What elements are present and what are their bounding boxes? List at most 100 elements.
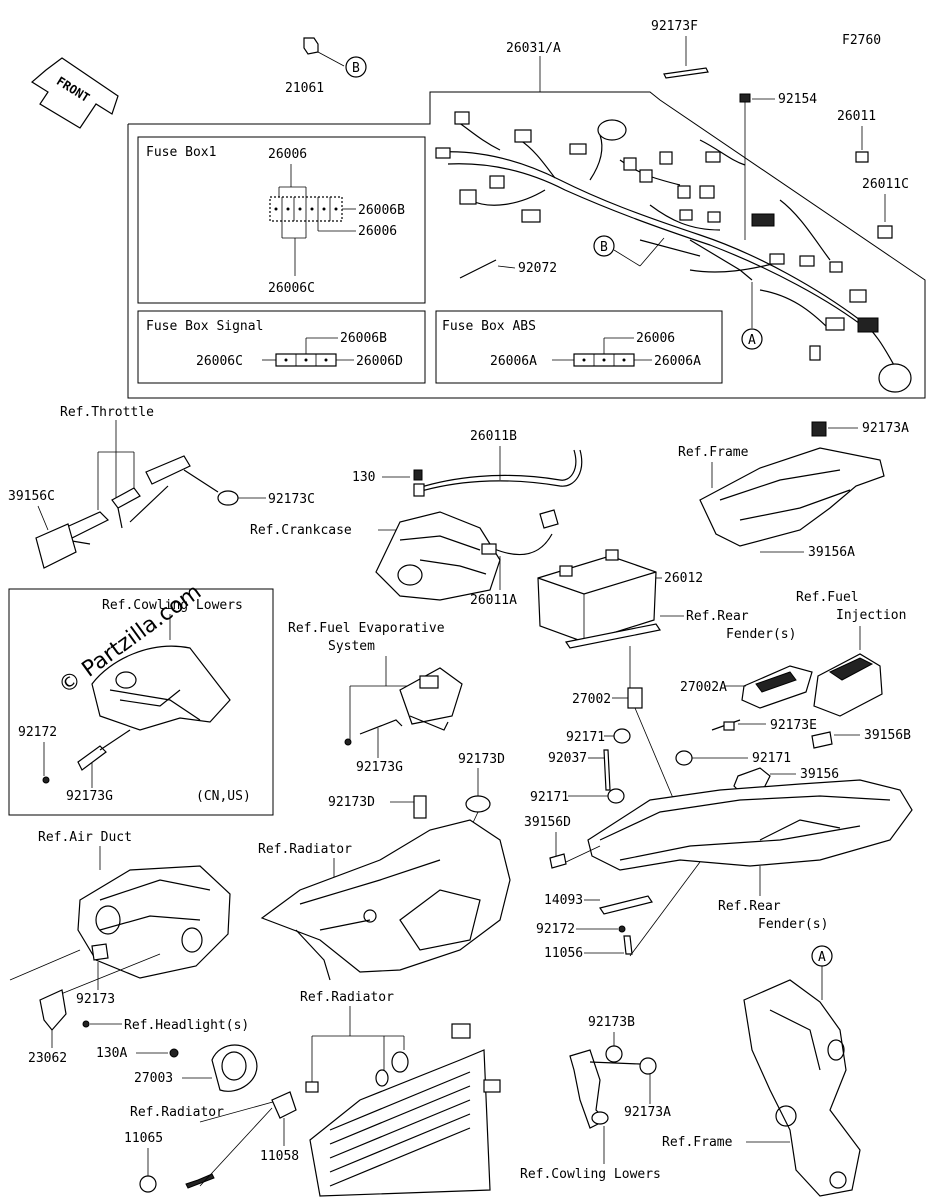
ref-crankcase: Ref.Crankcase (250, 523, 352, 538)
label-26006c-top: 26006C (268, 281, 315, 296)
label-92171-a: 92171 (566, 730, 605, 745)
fuse-box-abs-title: Fuse Box ABS (442, 319, 536, 334)
part-14093 (599, 895, 653, 915)
callout-b-harness: B (593, 235, 665, 267)
fuse-box-signal-title: Fuse Box Signal (146, 319, 263, 334)
label-27003: 27003 (134, 1071, 173, 1086)
frame-bottom (743, 979, 861, 1197)
part-92173g (359, 719, 403, 735)
cable-26011b (417, 449, 577, 489)
part-92173f (663, 67, 709, 79)
label-39156c: 39156C (8, 489, 55, 504)
label-26011b: 26011B (470, 429, 517, 444)
label-130a: 130A (96, 1046, 127, 1061)
ref-rear-fender-top-2: Fender(s) (726, 627, 796, 642)
ref-frame-bot: Ref.Frame (662, 1135, 733, 1150)
ref-cowling-lowers: Ref.Cowling Lowers (520, 1167, 661, 1182)
crankcase (375, 511, 501, 601)
ref-fuel-injection-1: Ref.Fuel (796, 590, 859, 605)
label-92172-box: 92172 (18, 725, 57, 740)
horn-27003 (211, 1044, 258, 1092)
fuel-injection-module (813, 653, 883, 717)
label-92171-c: 92171 (530, 790, 569, 805)
ref-air-duct: Ref.Air Duct (38, 830, 132, 845)
label-92173d-a: 92173D (458, 752, 505, 767)
label-92173g: 92173G (356, 760, 403, 775)
frame-top (699, 447, 885, 547)
label-39156d: 39156D (524, 815, 571, 830)
harness-frame (127, 91, 926, 399)
fuse-box-abs-frame (435, 310, 723, 384)
fuse-box1-frame (137, 136, 426, 304)
ref-fuel-evap-2: System (328, 639, 375, 654)
evap-canister (399, 667, 463, 731)
label-92173g-box: 92173G (66, 789, 113, 804)
ref-frame-top: Ref.Frame (678, 445, 749, 460)
relay-27002 (627, 687, 643, 709)
ref-fuel-evap-1: Ref.Fuel Evaporative (288, 621, 445, 636)
main-wiring-harness (435, 111, 912, 393)
label-27002: 27002 (572, 692, 611, 707)
label-11056: 11056 (544, 946, 583, 961)
cable-26011a (491, 533, 553, 556)
fuse-block-signal (262, 337, 354, 367)
fuse-box-signal-frame (137, 310, 426, 384)
label-26011: 26011 (837, 109, 876, 124)
label-23062: 23062 (28, 1051, 67, 1066)
label-abs-26006a-right: 26006A (654, 354, 701, 369)
label-26006-mid: 26006 (358, 224, 397, 239)
label-14093: 14093 (544, 893, 583, 908)
ref-cowling-lowers-box: Ref.Cowling Lowers (102, 598, 243, 613)
label-92173c: 92173C (268, 492, 315, 507)
label-26012: 26012 (664, 571, 703, 586)
label-92154: 92154 (778, 92, 817, 107)
svg-text:A: A (818, 950, 826, 965)
pad-under-battery (565, 623, 661, 649)
label-26006b-top: 26006B (358, 203, 405, 218)
label-92173f: 92173F (651, 19, 698, 34)
label-26006-top: 26006 (268, 147, 307, 162)
fuse-block-1 (269, 164, 356, 276)
label-27002a: 27002A (680, 680, 727, 695)
label-sig-26006c: 26006C (196, 354, 243, 369)
part-39156c (35, 523, 77, 569)
label-11065: 11065 (124, 1131, 163, 1146)
label-92173b: 92173B (588, 1015, 635, 1030)
part-92072 (459, 259, 497, 279)
radiator-shroud (260, 819, 511, 981)
figure-id: F2760 (842, 33, 881, 48)
air-duct (77, 865, 231, 979)
svg-text:B: B (600, 240, 608, 255)
label-92173d-b: 92173D (328, 795, 375, 810)
label-92173: 92173 (76, 992, 115, 1007)
ref-rear-fender-bot-2: Fender(s) (758, 917, 828, 932)
ref-radiator-top: Ref.Radiator (258, 842, 352, 857)
ref-rear-fender-top-1: Ref.Rear (686, 609, 749, 624)
label-92037: 92037 (548, 751, 587, 766)
svg-text:A: A (748, 333, 756, 348)
throttle-parts (59, 455, 219, 545)
label-26011c: 26011C (862, 177, 909, 192)
cn-us-label: (CN,US) (196, 789, 251, 804)
part-21061: B (303, 37, 367, 78)
cowling-parts (77, 645, 231, 771)
label-92171-b: 92171 (752, 751, 791, 766)
cowling-box-frame (8, 588, 274, 816)
radiator (305, 1023, 501, 1197)
label-39156: 39156 (800, 767, 839, 782)
rear-fender-tray (587, 779, 913, 871)
fuse-block-abs (552, 337, 652, 367)
ref-rear-fender-bot-1: Ref.Rear (718, 899, 781, 914)
label-26011a: 26011A (470, 593, 517, 608)
ecu-27002a (741, 665, 813, 709)
label-abs-26006a-left: 26006A (490, 354, 537, 369)
ref-headlight: Ref.Headlight(s) (124, 1018, 249, 1033)
bolt-92037 (603, 749, 611, 791)
part-92173c (217, 490, 239, 506)
bracket-11058 (271, 1091, 297, 1119)
front-arrow-icon: FRONT (30, 57, 119, 129)
label-130: 130 (352, 470, 375, 485)
label-92173a-top: 92173A (862, 421, 909, 436)
label-92173e: 92173E (770, 718, 817, 733)
